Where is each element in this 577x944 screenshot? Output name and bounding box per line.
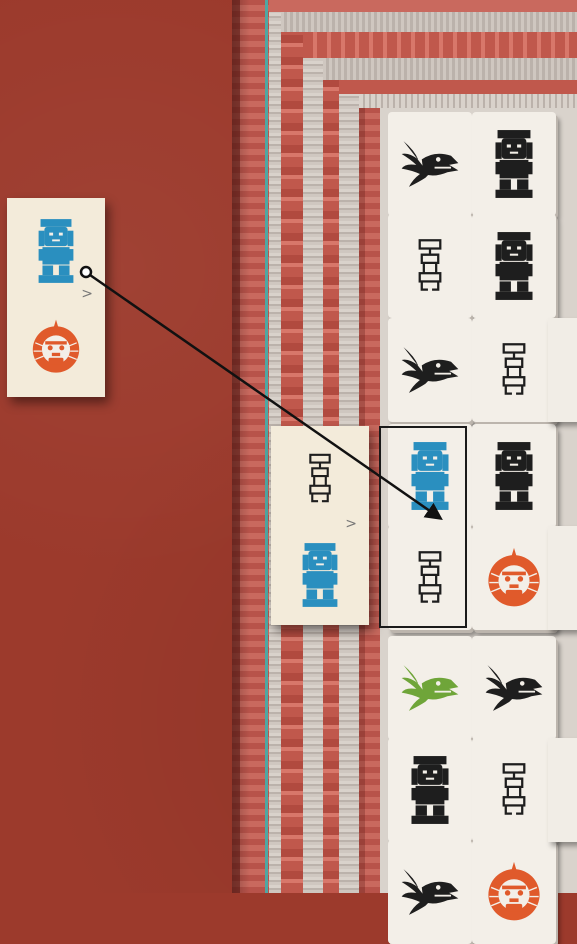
hint-card-bottom-symbol bbox=[7, 304, 105, 390]
serpent-head-icon bbox=[398, 652, 462, 724]
hint-card-top-symbol bbox=[7, 208, 105, 294]
idol-figure-icon bbox=[482, 230, 546, 302]
frame-top-red-innermost bbox=[339, 80, 577, 94]
idol-figure-icon bbox=[398, 754, 462, 826]
tile-glyph-column[interactable] bbox=[472, 738, 556, 842]
frame-top-stone-innermost bbox=[359, 94, 577, 108]
sun-mask-icon bbox=[482, 856, 546, 928]
chevron-right-icon: > bbox=[81, 286, 93, 302]
matched-pair-highlight bbox=[379, 426, 467, 628]
sun-mask-icon bbox=[27, 313, 85, 381]
chevron-right-icon: > bbox=[345, 516, 357, 532]
tile-serpent-head[interactable] bbox=[388, 636, 472, 740]
tile-partial[interactable] bbox=[548, 738, 577, 842]
tile-idol-figure[interactable] bbox=[472, 112, 556, 216]
frame-top-red bbox=[269, 0, 577, 12]
tile-serpent-head[interactable] bbox=[472, 636, 556, 740]
tile-glyph-column[interactable] bbox=[388, 214, 472, 318]
tile-sun-mask[interactable] bbox=[472, 526, 556, 630]
frame-teal-line bbox=[265, 0, 268, 893]
tile-partial[interactable] bbox=[548, 526, 577, 630]
tile-sun-mask[interactable] bbox=[472, 840, 556, 944]
glyph-column-icon bbox=[398, 230, 462, 302]
tile-idol-figure[interactable] bbox=[472, 214, 556, 318]
idol-figure-icon bbox=[482, 440, 546, 512]
serpent-head-icon bbox=[398, 334, 462, 406]
tile-idol-figure[interactable] bbox=[388, 738, 472, 842]
serpent-head-icon bbox=[482, 652, 546, 724]
tile-serpent-head[interactable] bbox=[388, 840, 472, 944]
idol-figure-icon bbox=[27, 217, 85, 285]
tile-serpent-head[interactable] bbox=[388, 112, 472, 216]
hint-card-bottom-symbol bbox=[271, 532, 369, 618]
tile-idol-figure[interactable] bbox=[472, 424, 556, 528]
glyph-column-icon bbox=[291, 445, 349, 513]
hint-card-tile-pair: > bbox=[271, 426, 369, 625]
hint-card-top-symbol bbox=[271, 436, 369, 522]
serpent-head-icon bbox=[398, 128, 462, 200]
glyph-column-icon bbox=[482, 334, 546, 406]
tile-glyph-column[interactable] bbox=[472, 318, 556, 422]
tile-serpent-head[interactable] bbox=[388, 318, 472, 422]
serpent-head-icon bbox=[398, 856, 462, 928]
frame-top-stone bbox=[281, 12, 577, 32]
glyph-column-icon bbox=[482, 754, 546, 826]
idol-figure-icon bbox=[482, 128, 546, 200]
hint-card-matching-pair: > bbox=[7, 198, 105, 397]
idol-figure-icon bbox=[291, 541, 349, 609]
frame-top-red-inner bbox=[303, 32, 577, 58]
sun-mask-icon bbox=[482, 542, 546, 614]
tile-partial[interactable] bbox=[548, 318, 577, 422]
frame-shadow bbox=[232, 0, 240, 893]
frame-top-stone-inner bbox=[323, 58, 577, 80]
